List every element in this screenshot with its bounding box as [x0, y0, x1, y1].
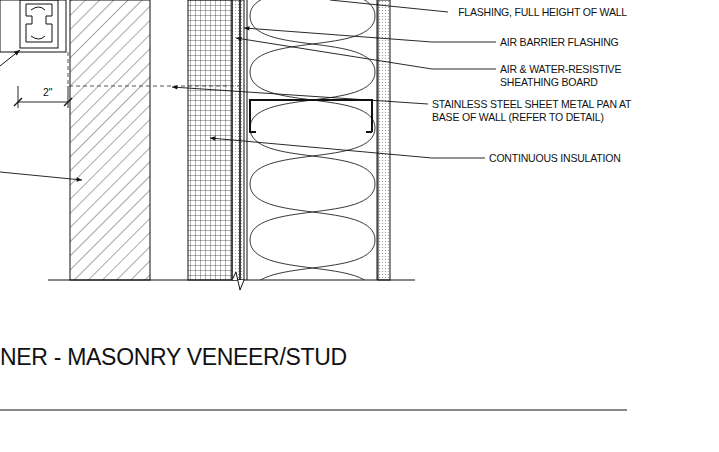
detail-title: NER - MASONRY VENEER/STUD — [0, 344, 347, 371]
dimension-text: 2" — [41, 86, 54, 99]
callout-label: CONTINUOUS INSULATION — [489, 152, 639, 165]
callout-label: AIR & WATER-RESISTIVE SHEATHING BOARD — [500, 63, 642, 89]
callout-label: FLASHING, FULL HEIGHT OF WALL — [427, 6, 627, 19]
callout-label: STAINLESS STEEL SHEET METAL PAN AT BASE … — [432, 98, 644, 124]
callout-label: AIR BARRIER FLASHING — [500, 36, 640, 49]
